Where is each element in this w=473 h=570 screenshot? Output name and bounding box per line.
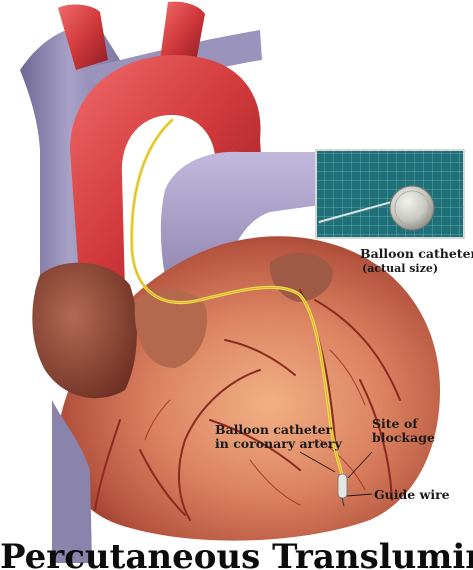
site-label-line1: Site of [372, 417, 418, 431]
coin [390, 186, 434, 230]
inset-caption-line2: (actual size) [362, 262, 438, 275]
inset-photo [316, 150, 464, 238]
site-label-line2: blockage [372, 431, 435, 445]
headline-text: Percutaneous Transluminal [0, 540, 473, 570]
artery-label-line1: Balloon catheter [215, 423, 332, 437]
artery-label-line2: in coronary artery [215, 437, 342, 451]
page-headline: Percutaneous Transluminal [0, 540, 473, 570]
balloon-tip [338, 474, 347, 498]
right-atrium [32, 263, 137, 399]
inset-caption-line1: Balloon catheter [360, 247, 473, 261]
guide-wire-label: Guide wire [374, 488, 450, 502]
